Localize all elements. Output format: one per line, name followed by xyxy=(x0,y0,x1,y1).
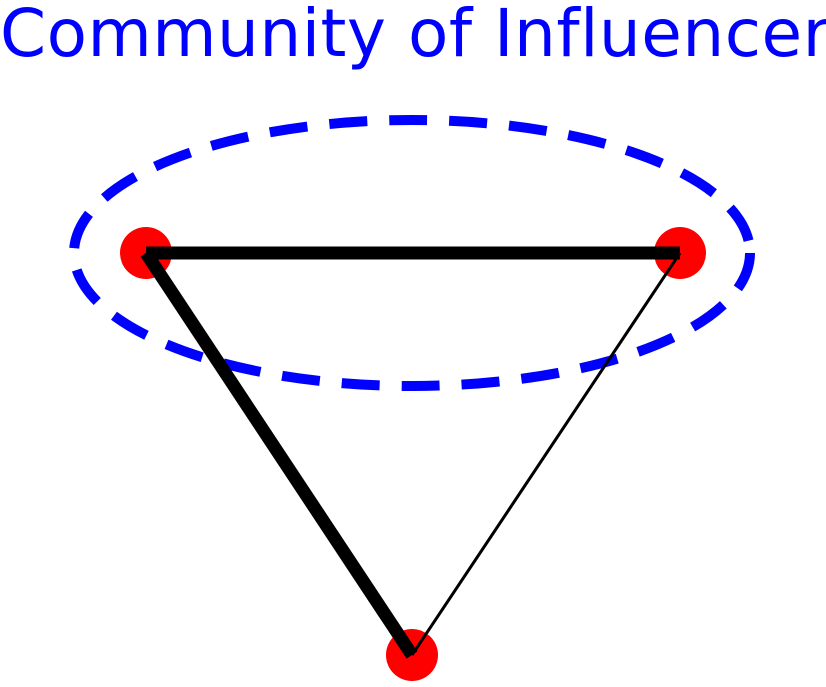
community-outline xyxy=(69,115,755,391)
edge-top-right-bottom xyxy=(410,252,682,656)
page-title: Community of Influencers xyxy=(0,0,826,72)
edge-top-left-bottom xyxy=(140,249,418,659)
